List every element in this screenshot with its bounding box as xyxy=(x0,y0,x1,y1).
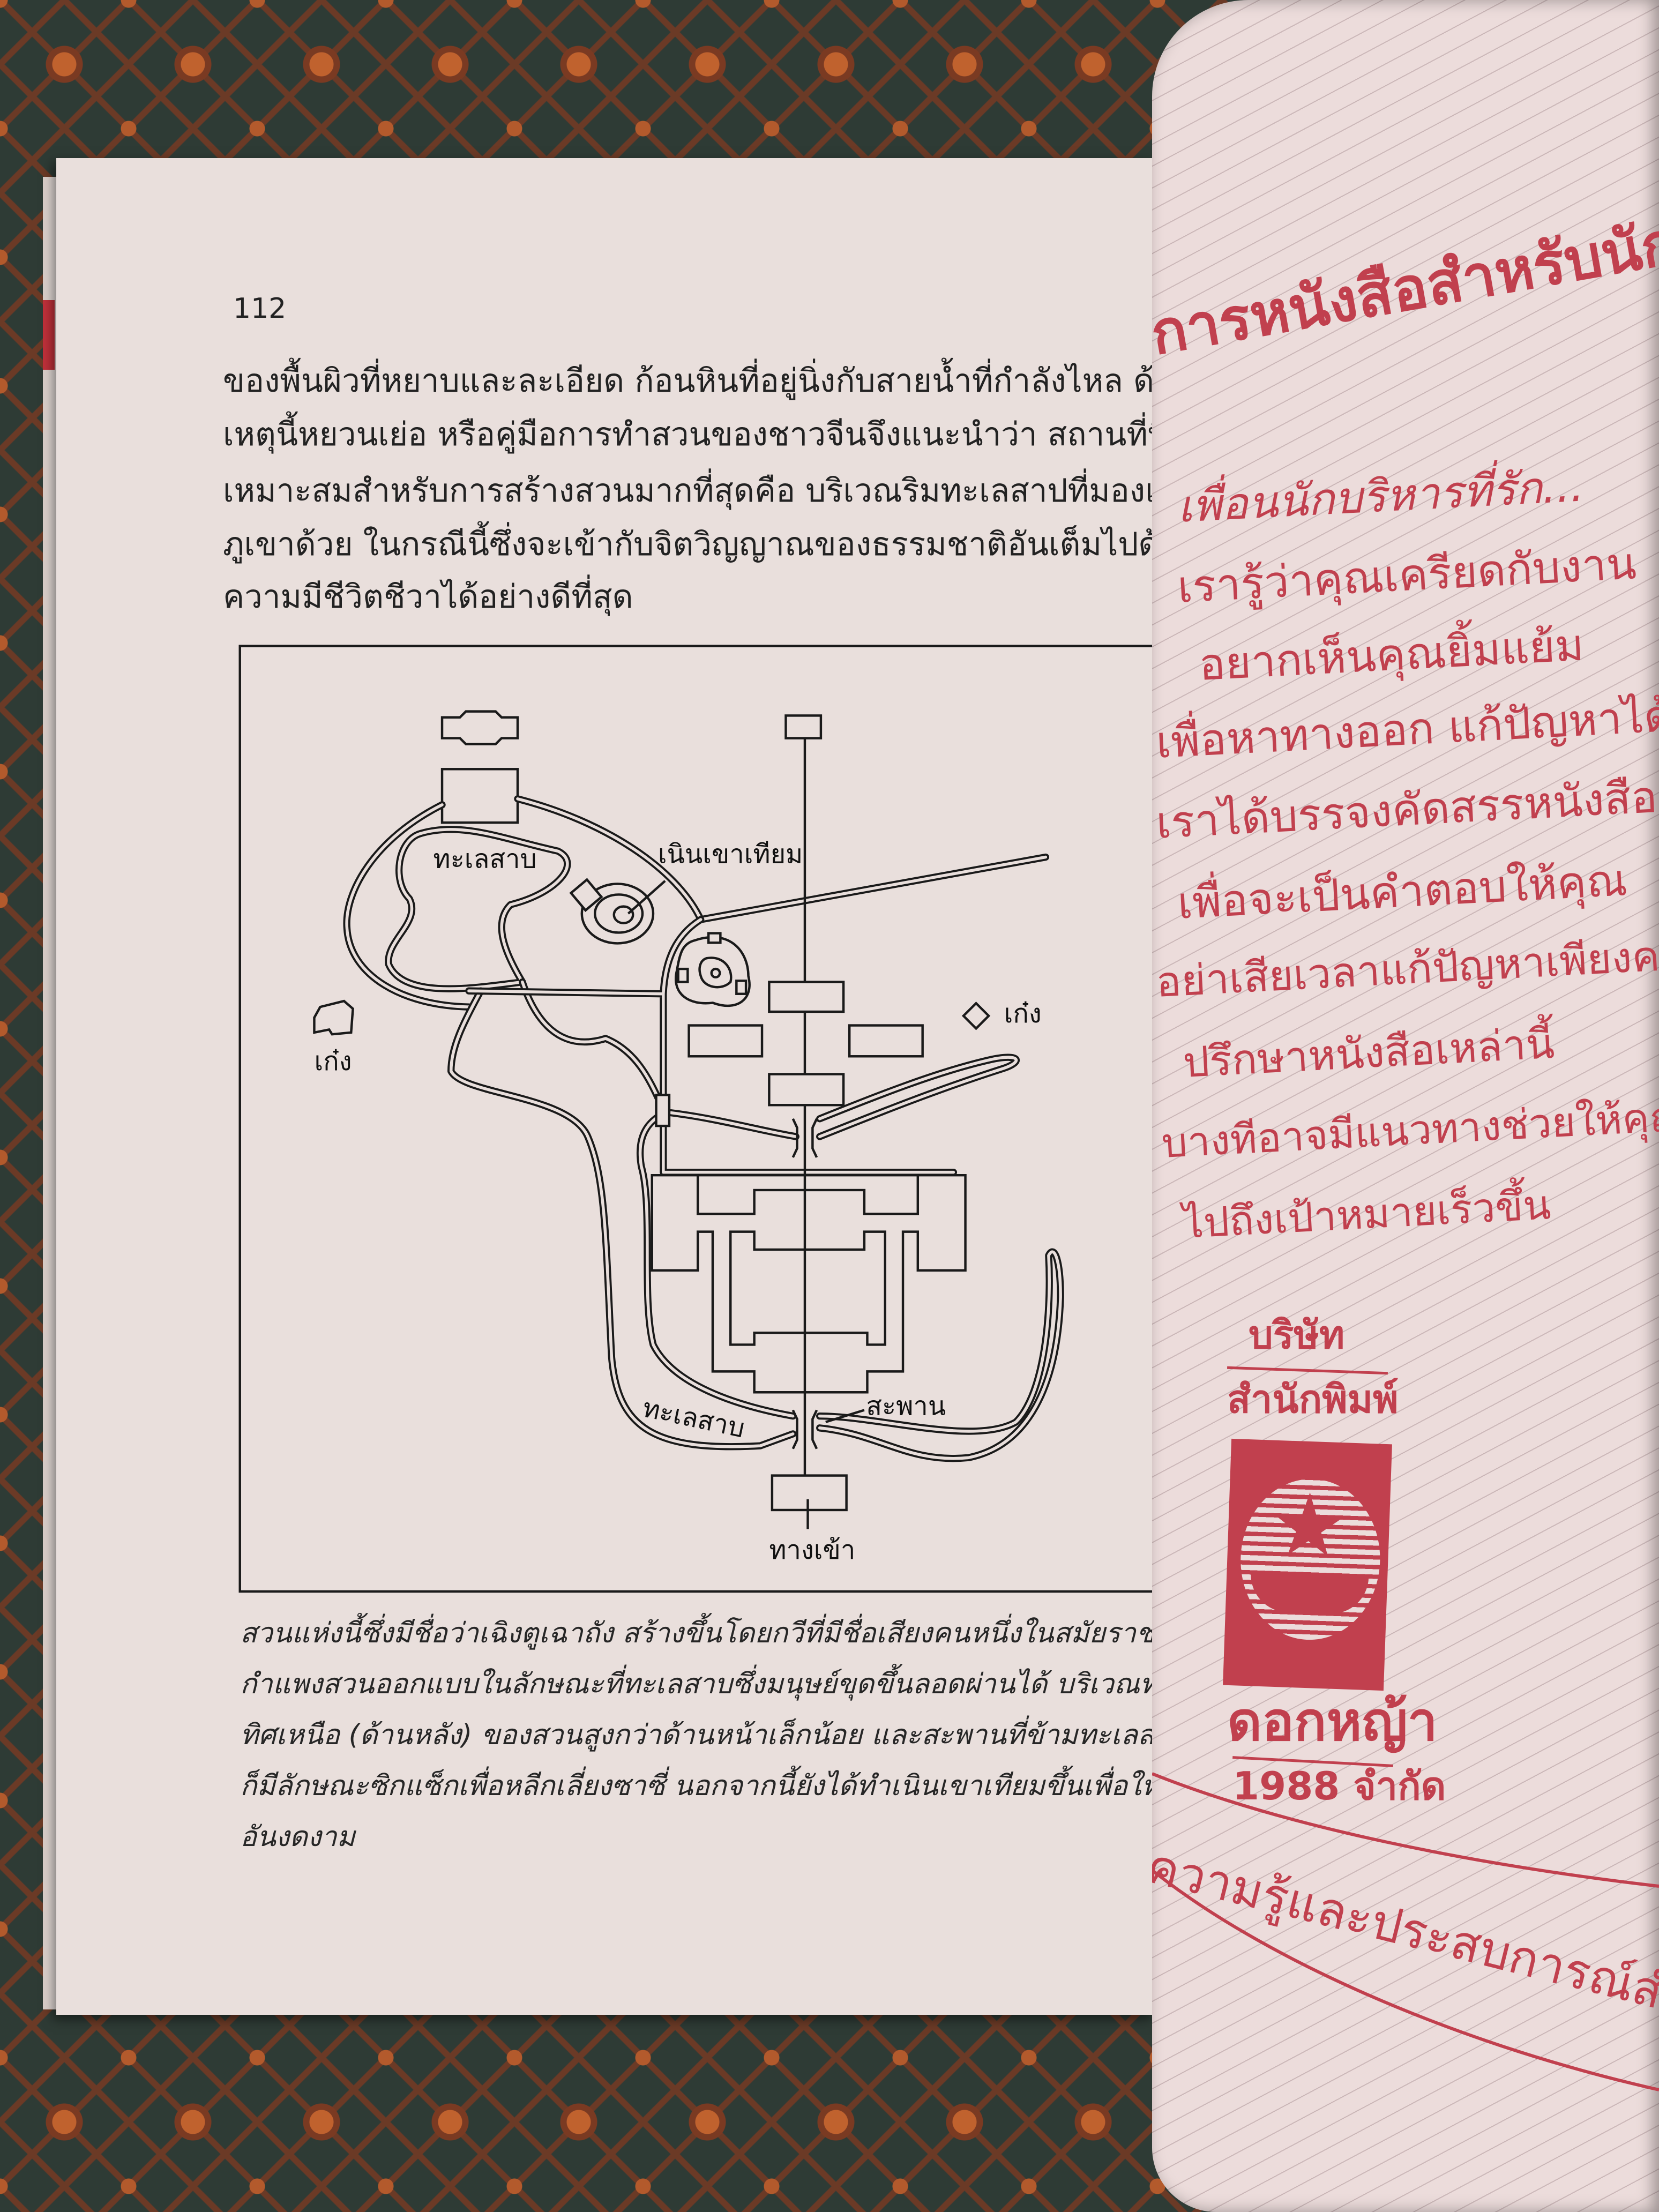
publisher-line: บริษัท xyxy=(1249,1312,1345,1357)
garden-plan-diagram: ทะเลสาบ เนินเขาเทียม เก๋ง เก๋ง ทะเลสาบ ส… xyxy=(238,645,1155,1593)
paragraph-line: เหมาะสมสำหรับการสร้างสวนมากที่สุดคือ บริ… xyxy=(223,472,1155,510)
rock-island xyxy=(675,936,751,1007)
paragraph-line: ความมีชีวิตชีวาได้อย่างดีที่สุด xyxy=(223,578,633,616)
pavilion-diamond xyxy=(961,1002,991,1030)
poem-line: เพื่อจะเป็นคำตอบให้คุณ xyxy=(1176,855,1628,930)
label-entrance: ทางเข้า xyxy=(769,1535,855,1565)
label-lake-north: ทะเลสาบ xyxy=(433,843,536,874)
hall-1 xyxy=(768,981,845,1013)
paragraph-line: ภูเขาด้วย ในกรณีนี้ซึ่งจะเข้ากับจิตวิญญา… xyxy=(223,526,1155,563)
ad-heading: การหนังสือสำหรับนักบริ xyxy=(1152,196,1659,368)
poem-line: ไปถึงเป้าหมายเร็วขึ้น xyxy=(1182,1180,1552,1247)
poem-line: เรารู้ว่าคุณเครียดกับงาน xyxy=(1176,538,1638,614)
curved-band xyxy=(1152,1772,1659,2091)
poem-line: เราได้บรรจงคัดสรรหนังสือเหล่านี้ xyxy=(1155,765,1659,849)
entrance-gate xyxy=(771,1474,848,1512)
building-north xyxy=(440,710,519,745)
caption-line: กำแพงสวนออกแบบในลักษณะที่ทะเลสาบซึ่งมนุษ… xyxy=(240,1668,1155,1700)
poem-line: อยากเห็นคุณยิ้มแย้ม xyxy=(1198,619,1586,691)
band-line-top xyxy=(1152,1772,1659,1888)
bridge-south xyxy=(791,1409,818,1449)
paragraph-line: เหตุนี้หยวนเย่อ หรือคู่มือการทำสวนของชาว… xyxy=(223,416,1155,453)
hall-2 xyxy=(687,1024,764,1058)
bookmark-edge xyxy=(43,300,55,370)
band-line-bottom xyxy=(1152,1869,1659,2091)
right-page-advertisement: การหนังสือสำหรับนักบริ เพื่อนนักบริหารที… xyxy=(1152,0,1659,2212)
poem-line: อย่าเสียเวลาแก้ปัญหาเพียงคนเดียว xyxy=(1155,926,1659,1007)
label-pavilion-east: เก๋ง xyxy=(1004,998,1042,1029)
artificial-hill xyxy=(580,883,655,945)
poem-line: ปรึกษาหนังสือเหล่านี้ xyxy=(1182,1019,1556,1088)
caption-line: ก็มีลักษณะซิกแซ็กเพื่อหลีกเลี่ยงซาซี่ นอ… xyxy=(240,1770,1155,1802)
pavilion-stream xyxy=(655,1094,671,1127)
poem-line: เพื่อหาทางออก แก้ปัญหาได้ xyxy=(1155,690,1659,769)
publisher-line: 1988 จำกัด xyxy=(1232,1763,1446,1809)
publisher-logo-emblem xyxy=(1223,1438,1392,1691)
left-page: 112 ของพื้นผิวที่หยาบและละเอียด ก้อนหินท… xyxy=(56,158,1155,2015)
publisher-line: ดอกหญ้า xyxy=(1227,1690,1438,1753)
poem-line: บางทีอาจมีแนวทางช่วยให้คุณ xyxy=(1160,1092,1659,1167)
publisher-line: สำนักพิมพ์ xyxy=(1227,1377,1399,1422)
hall-3 xyxy=(848,1024,924,1058)
hall-4 xyxy=(768,1073,845,1107)
caption-line: สวนแห่งนี้ซึ่งมีชื่อว่าเฉิงตูเฉาถัง สร้า… xyxy=(240,1617,1155,1649)
page-number: 112 xyxy=(233,293,287,325)
label-bridge: สะพาน xyxy=(866,1391,946,1421)
poem-line: เพื่อนนักบริหารที่รัก... xyxy=(1176,460,1586,533)
pavilion-west xyxy=(313,999,354,1036)
caption-line: อันงดงาม xyxy=(240,1821,355,1853)
lake-south-east xyxy=(816,1248,1064,1462)
main-hall-north xyxy=(440,768,519,824)
logo-rule xyxy=(1227,1366,1388,1375)
label-artificial-hill: เนินเขาเทียม xyxy=(658,839,803,870)
label-pavilion-west: เก๋ง xyxy=(314,1046,352,1077)
caption-line: ทิศเหนือ (ด้านหลัง) ของสวนสูงกว่าด้านหน้… xyxy=(240,1719,1155,1751)
bridge-north xyxy=(791,1118,818,1158)
gate-north xyxy=(784,714,823,739)
paragraph-line: ของพื้นผิวที่หยาบและละเอียด ก้อนหินที่อย… xyxy=(223,362,1155,400)
stream-west xyxy=(447,987,797,1451)
palace-compound xyxy=(651,1174,967,1394)
